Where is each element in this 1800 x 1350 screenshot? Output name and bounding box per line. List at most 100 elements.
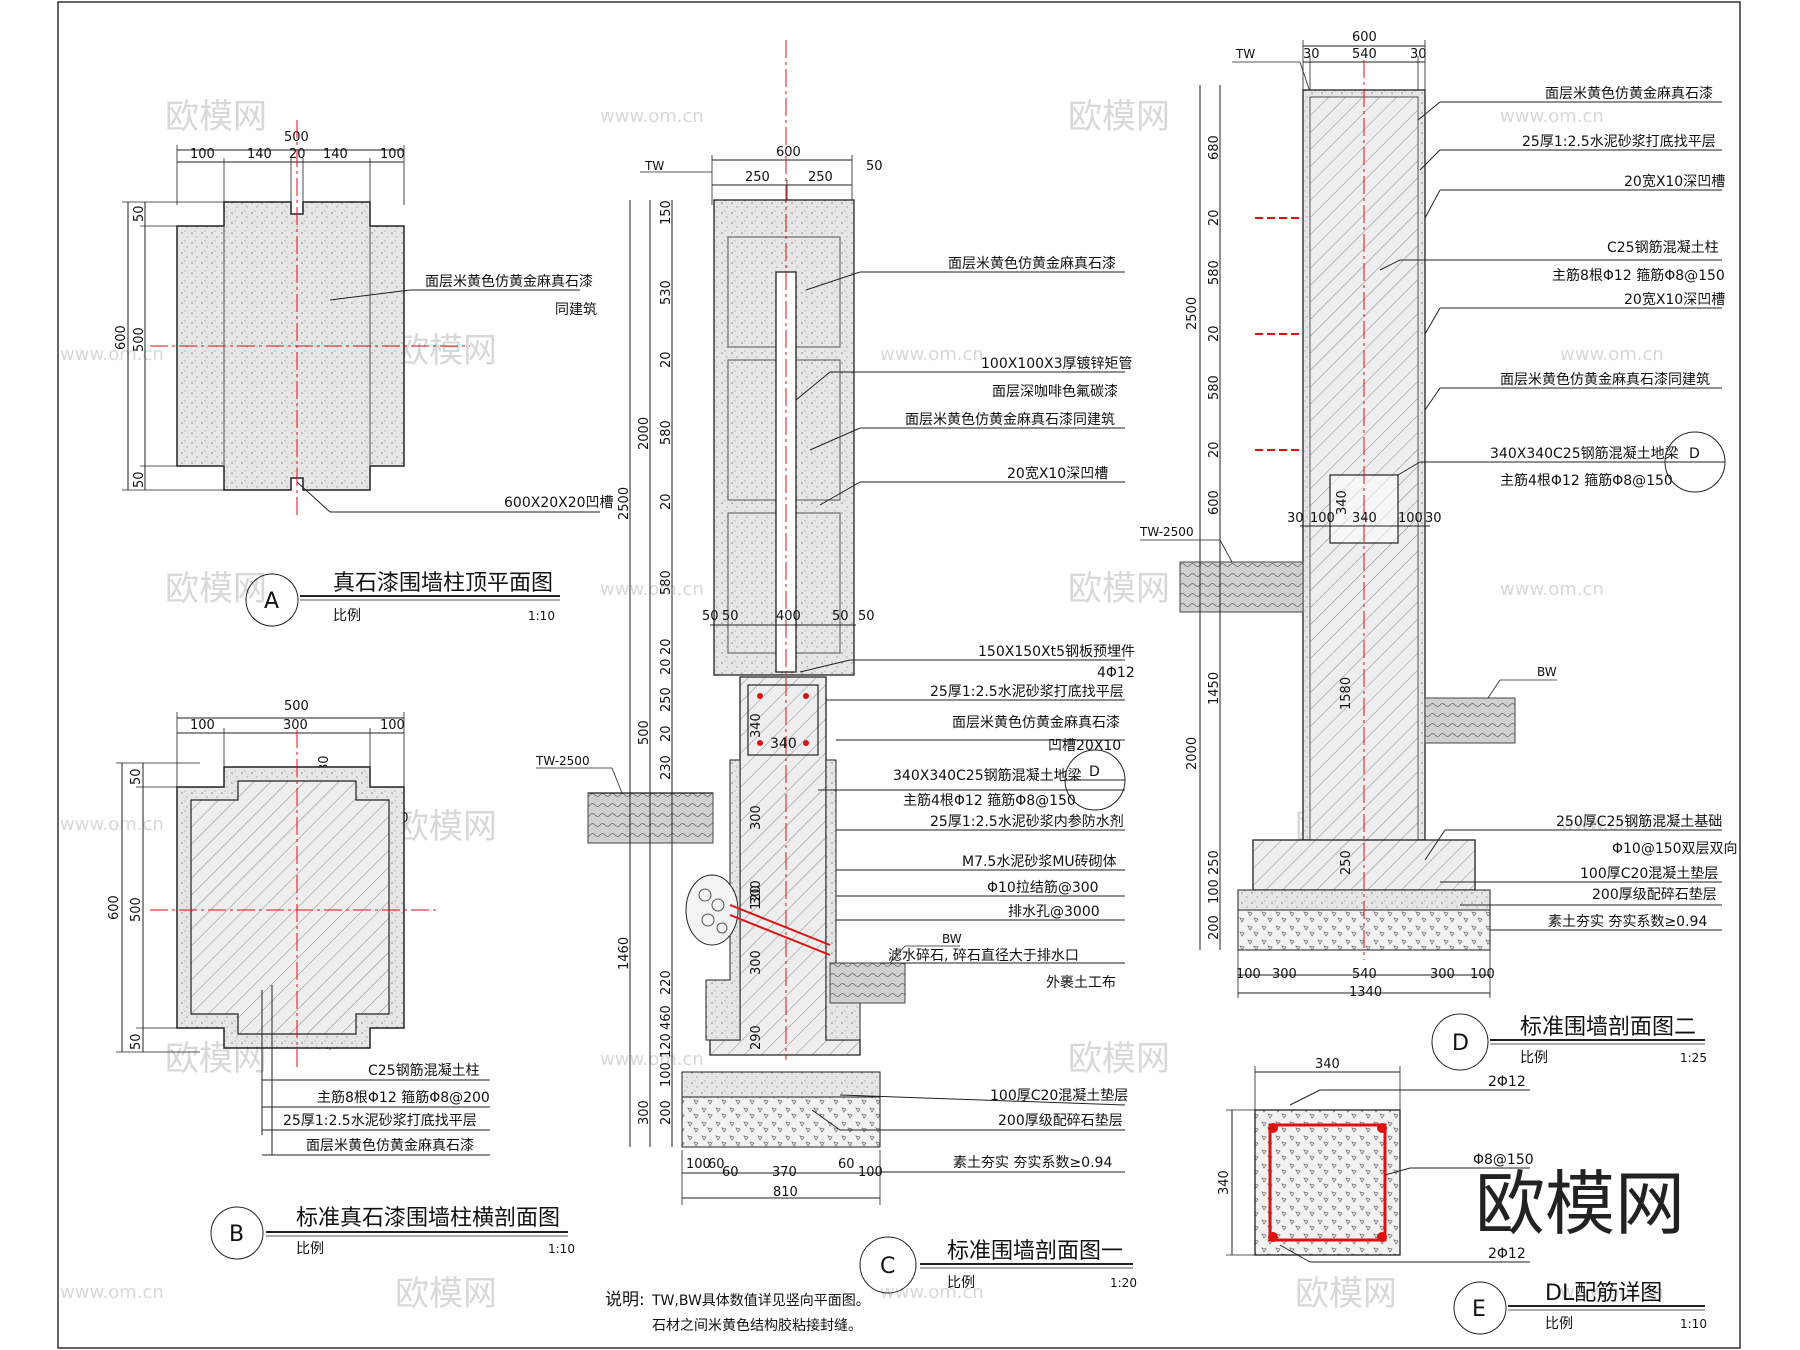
dim-col-h: 1580 (1339, 677, 1354, 710)
watermark-site: www.om.cn (600, 579, 704, 600)
note: 面层米黄色仿黄金麻真石漆 (306, 1137, 474, 1154)
dim-left-part: 460 (659, 1005, 674, 1030)
dim-left-total: 2500 (1185, 297, 1200, 330)
dim-left-part: 220 (659, 970, 674, 995)
note: 外裹土工布 (1046, 975, 1116, 991)
note: 面层米黄色仿黄金麻真石漆 (1545, 85, 1713, 102)
note: 100厚C20混凝土垫层 (990, 1088, 1128, 1104)
dim-total: 500 (284, 130, 309, 145)
dim-bottom: 100 (1470, 967, 1495, 982)
dim-inner-part: 300 (749, 805, 764, 830)
detail-title: DL配筋详图 (1545, 1281, 1662, 1306)
dim-inner-part: 300 (749, 950, 764, 975)
dim-part: 100 (190, 147, 215, 162)
note: 100X100X3厚镀锌矩管 (981, 355, 1133, 372)
watermark-brand: 欧模网 (1068, 1039, 1170, 1079)
dim-left-upper: 2000 (637, 417, 652, 450)
watermark-site: www.om.cn (60, 814, 164, 835)
detail-mark: A (264, 589, 279, 614)
general-note-label: 说明: (605, 1290, 645, 1310)
note: 600X20X20凹槽 (504, 495, 614, 511)
scale-label: 比例 (333, 608, 361, 624)
detail-title: 标准围墙剖面图一 (947, 1239, 1123, 1264)
scale-label: 比例 (1520, 1050, 1548, 1066)
dim-part: 100 (380, 718, 405, 733)
dim-beam: 30 (1287, 511, 1304, 526)
watermark-site: www.om.cn (600, 1049, 704, 1070)
watermark-site: www.om.cn (60, 1282, 164, 1303)
dim-top: 30 (1410, 47, 1427, 62)
dim-left-part: 20 (659, 658, 674, 675)
detail-mark: E (1472, 1297, 1486, 1322)
note: 素土夯实 夯实系数≥0.94 (1548, 914, 1707, 930)
dim-left-part: 500 (129, 897, 144, 922)
tw-label: TW (1235, 47, 1255, 61)
dim-left: 20 (1207, 325, 1222, 342)
detail-c-section: 600 250 250 50 TW 340 TW-2500 BW (535, 40, 1137, 1334)
dim-inner-part: 290 (749, 1025, 764, 1050)
note: 面层米黄色仿黄金麻真石漆 (952, 714, 1120, 731)
watermark-site: www.om.cn (1500, 579, 1604, 600)
dim-part: 100 (380, 147, 405, 162)
dim-bottom: 100 (858, 1165, 883, 1180)
note: 25厚1:2.5水泥砂浆内参防水剂 (930, 813, 1124, 830)
note: 排水孔@3000 (1008, 904, 1100, 920)
dim-left-part: 150 (659, 200, 674, 225)
note: 340X340C25钢筋混凝土地梁 (1490, 445, 1679, 462)
scale-value: 1:10 (548, 1242, 575, 1256)
dim-beam: 100 (1398, 511, 1423, 526)
dim-inner-part: 340 (749, 713, 764, 738)
dim-bottom: 540 (1352, 967, 1377, 982)
dim-base-h: 250 (1339, 850, 1354, 875)
watermark-brand: 欧模网 (1068, 97, 1170, 137)
dim-left-part: 230 (659, 755, 674, 780)
dim-left: 580 (1207, 375, 1222, 400)
watermark-brand: 欧模网 (165, 97, 267, 137)
note: 200厚级配碎石垫层 (998, 1113, 1123, 1129)
dim-bottom: 300 (1430, 967, 1455, 982)
dim-top: 30 (1303, 47, 1320, 62)
note: 250厚C25钢筋混凝土基础 (1556, 813, 1722, 830)
scale-label: 比例 (296, 1241, 324, 1257)
watermark-brand: 欧模网 (1295, 1274, 1397, 1314)
scale-label: 比例 (947, 1275, 975, 1291)
dim-beam: 30 (1425, 511, 1442, 526)
note: 20宽X10深凹槽 (1624, 173, 1725, 190)
dim-inner-part: 120 (749, 885, 764, 910)
dim-top: 540 (1352, 47, 1377, 62)
dim-left-total: 2500 (617, 487, 632, 520)
note: Φ10拉结筋@300 (987, 879, 1099, 896)
dim-mid: 400 (776, 609, 801, 624)
dim-height: 340 (1217, 1170, 1232, 1195)
dim-beam: 100 (1310, 511, 1335, 526)
dim-left: 580 (1207, 260, 1222, 285)
general-note-line: TW,BW具体数值详见竖向平面图。 (651, 1293, 870, 1309)
note: 2Φ12 (1488, 1074, 1526, 1090)
watermark-site: www.om.cn (1500, 106, 1604, 127)
dim-part: 300 (283, 718, 308, 733)
dim-left-lower: 500 (637, 720, 652, 745)
bw-label: BW (942, 932, 962, 946)
detail-b-section: 500 100 300 100 30 100 240 100 30 50 30 … (107, 699, 575, 1260)
dim-top: 50 (866, 159, 883, 174)
watermark-brand: 欧模网 (165, 569, 267, 609)
dim-left-total: 600 (114, 325, 129, 350)
dim-top: 250 (745, 170, 770, 185)
note: C25钢筋混凝土柱 (1607, 239, 1719, 256)
dim-left: 20 (1207, 441, 1222, 458)
dim-left-part: 20 (659, 725, 674, 742)
dim-width: 340 (1315, 1057, 1340, 1072)
note: M7.5水泥砂浆MU砖砌体 (962, 854, 1117, 870)
dim-left: 680 (1207, 135, 1222, 160)
detail-mark: D (1452, 1031, 1469, 1056)
watermarks: 欧模网 欧模网 欧模网 欧模网 欧模网 欧模网 欧模网 欧模网 欧模网 欧模网 … (60, 97, 1685, 1314)
dim-left-part: 20 (659, 493, 674, 510)
dim-beam-h: 340 (1335, 490, 1350, 515)
dim-bottom-total: 1340 (1349, 985, 1382, 1000)
dim-left-part: 50 (129, 1033, 144, 1050)
note: 面层米黄色仿黄金麻真石漆同建筑 (905, 411, 1115, 428)
dim-mid: 50 (832, 609, 849, 624)
note: 100厚C20混凝土垫层 (1580, 866, 1718, 882)
note: 2Φ12 (1488, 1246, 1526, 1262)
dim-bottom: 100 (1236, 967, 1261, 982)
